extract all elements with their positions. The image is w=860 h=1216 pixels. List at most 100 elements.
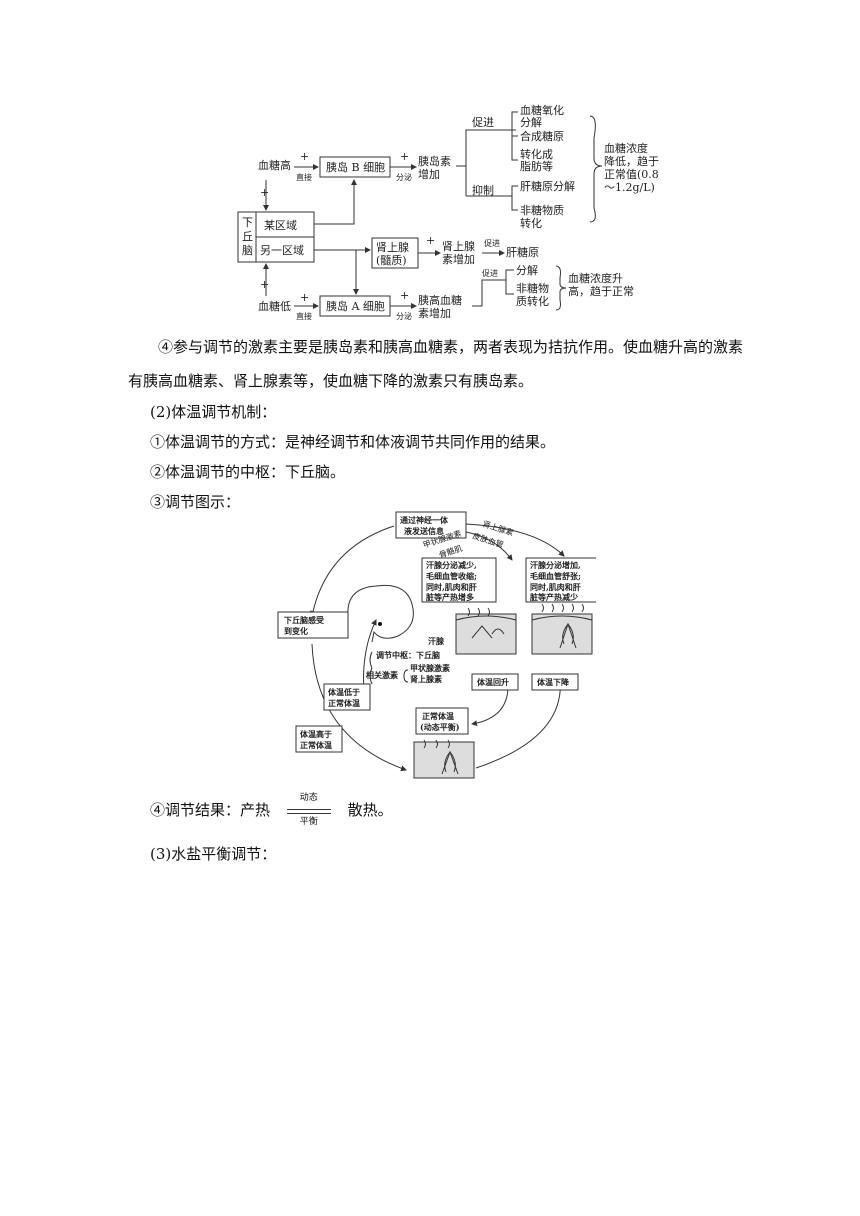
skin-normal-illustration [413,739,475,779]
temp-heading: (2)体温调节机制： [150,403,277,421]
svg-text:胰岛 A 细胞: 胰岛 A 细胞 [326,299,385,313]
svg-text:调节中枢：下丘脑: 调节中枢：下丘脑 [376,650,440,660]
temp-figure-label: ③调节图示： [150,493,241,511]
svg-text:下: 下 [242,216,253,229]
svg-text:某区域: 某区域 [264,219,297,232]
nerve-humoral-box: 通过神经一体 液发送信息 [395,511,467,539]
svg-text:分泌: 分泌 [396,311,412,321]
low-glucose-label: 血糖低 [258,299,291,313]
svg-text:肾上腺: 肾上腺 [442,239,475,253]
svg-text:高，趋于正常: 高，趋于正常 [568,284,634,298]
svg-text:正常体温: 正常体温 [300,740,332,750]
temp-fall-box: 体温下降 [531,673,579,691]
temp-rise-box: 体温回升 [471,673,519,691]
svg-text:促进: 促进 [484,238,500,248]
svg-text:～1.2g/L): ～1.2g/L) [604,181,655,194]
blood-sugar-diagram: 血糖高 + 直接 胰岛 B 细胞 + 分泌 胰岛素 增加 促进 血糖氧化 分解 … [237,103,659,321]
svg-text:同时,肌肉和肝: 同时,肌肉和肝 [426,582,477,592]
svg-text:+: + [260,186,269,199]
svg-text:肾上腺素: 肾上腺素 [410,674,442,684]
svg-text:下丘脑感受: 下丘脑感受 [284,615,324,625]
below-normal-box: 体温低于 正常体温 [323,683,371,711]
svg-text:血糖氧化: 血糖氧化 [520,103,564,117]
insulin-increase-label: 胰岛素 [418,154,451,168]
svg-text:脏等产热减少: 脏等产热减少 [530,592,578,602]
svg-text:汗腺分泌减少,: 汗腺分泌减少, [426,560,477,570]
svg-text:直接: 直接 [296,311,312,321]
svg-text:+: + [260,278,269,291]
svg-text:通过神经一体: 通过神经一体 [400,515,449,525]
hormone-paragraph: ④参与调节的激素主要是胰岛素和胰高血糖素，两者表现为拮抗作用。使血糖升高的激素有… [128,338,744,390]
skin-cold-illustration [455,607,517,655]
svg-text:毛细血管收缩;: 毛细血管收缩; [426,571,477,581]
svg-text:脑: 脑 [242,244,253,257]
beta-cell-box: 胰岛 B 细胞 [319,156,391,178]
svg-text:肝糖原: 肝糖原 [506,245,539,259]
svg-text:体温下降: 体温下降 [537,677,570,687]
svg-text:+: + [400,150,409,163]
svg-text:丘: 丘 [242,230,253,243]
svg-text:体温回升: 体温回升 [477,677,509,687]
svg-text:正常值(0.8: 正常值(0.8 [604,168,659,181]
svg-text:+: + [300,150,309,163]
dynamic-balance-symbol: 动态 平衡 [275,793,343,827]
svg-text:分解: 分解 [520,115,542,129]
svg-text:体温高于: 体温高于 [300,729,332,739]
svg-text:增加: 增加 [418,167,440,181]
svg-text:质转化: 质转化 [516,294,549,308]
svg-text:直接: 直接 [296,172,312,182]
svg-text:体温低于: 体温低于 [328,687,360,697]
above-normal-box: 体温高于 正常体温 [295,725,343,753]
svg-text:骨骼肌: 骨骼肌 [438,543,464,560]
high-glucose-label: 血糖高 [258,158,291,172]
svg-text:(髓质): (髓质) [376,254,407,267]
svg-text:转化成: 转化成 [520,147,553,161]
svg-text:正常体温: 正常体温 [422,711,454,721]
svg-text:相关激素: 相关激素 [366,670,398,680]
svg-text:促进: 促进 [472,115,494,129]
svg-text:脏等产热增多: 脏等产热增多 [426,592,474,602]
heat-dissipate-box: 汗腺分泌增加, 毛细血管舒张; 同时,肌肉和肝 脏等产热减少 [525,557,596,603]
adrenal-box: 肾上腺 (髓质) [371,237,419,269]
result-line: ④调节结果：产热 动态 平衡 散热。 [150,793,393,827]
heat-conserve-box: 汗腺分泌减少, 毛细血管收缩; 同时,肌肉和肝 脏等产热增多 [421,557,497,603]
svg-text:促进: 促进 [482,268,498,278]
svg-text:汗腺: 汗腺 [428,636,445,646]
svg-text:非糖物: 非糖物 [516,281,549,295]
svg-text:素增加: 素增加 [418,306,451,320]
brain-illustration [347,584,414,643]
water-salt-heading: (3)水盐平衡调节： [150,845,277,863]
svg-text:同时,肌肉和肝: 同时,肌肉和肝 [530,582,581,592]
svg-text:正常体温: 正常体温 [328,698,360,708]
svg-text:肝糖原分解: 肝糖原分解 [520,179,575,193]
svg-text:脂肪等: 脂肪等 [520,159,553,173]
hypothalamus-box: 下 丘 脑 某区域 另一区域 [237,211,315,263]
temp-mode: ①体温调节的方式：是神经调节和体液调节共同作用的结果。 [150,433,556,451]
svg-text:到变化: 到变化 [284,626,308,636]
svg-text:降低，趋于: 降低，趋于 [604,154,659,168]
svg-text:毛细血管舒张;: 毛细血管舒张; [530,571,581,581]
svg-text:肾上腺: 肾上腺 [376,240,409,254]
svg-text:血糖浓度升: 血糖浓度升 [568,271,623,285]
svg-text:合成糖原: 合成糖原 [520,129,564,143]
alpha-cell-box: 胰岛 A 细胞 [319,295,391,317]
svg-text:液发送信息: 液发送信息 [404,526,444,536]
svg-text:+: + [300,291,309,304]
svg-text:血糖浓度: 血糖浓度 [604,141,648,155]
hypothalamus-sense-box: 下丘脑感受 到变化 [277,611,349,639]
svg-text:分泌: 分泌 [396,172,412,182]
svg-text:分解: 分解 [516,263,538,277]
svg-text:转化: 转化 [520,216,542,230]
svg-text:汗腺分泌增加,: 汗腺分泌增加, [530,560,581,570]
svg-text:非糖物质: 非糖物质 [520,203,564,217]
svg-text:甲状腺激素: 甲状腺激素 [410,663,450,673]
glucagon-increase-label: 胰高血糖 [418,293,462,307]
skin-hot-illustration [531,603,593,655]
normal-temp-box: 正常体温 (动态平衡) [415,707,469,735]
temp-center: ②体温调节的中枢：下丘脑。 [150,463,346,481]
temperature-diagram: 通过神经一体 液发送信息 肾上腺素 皮肤血管 甲状腺激素 骨骼肌 汗腺分泌减少,… [277,511,596,779]
svg-text:(动态平衡): (动态平衡) [420,722,460,732]
svg-text:抑制: 抑制 [472,183,494,197]
svg-text:+: + [426,234,435,247]
